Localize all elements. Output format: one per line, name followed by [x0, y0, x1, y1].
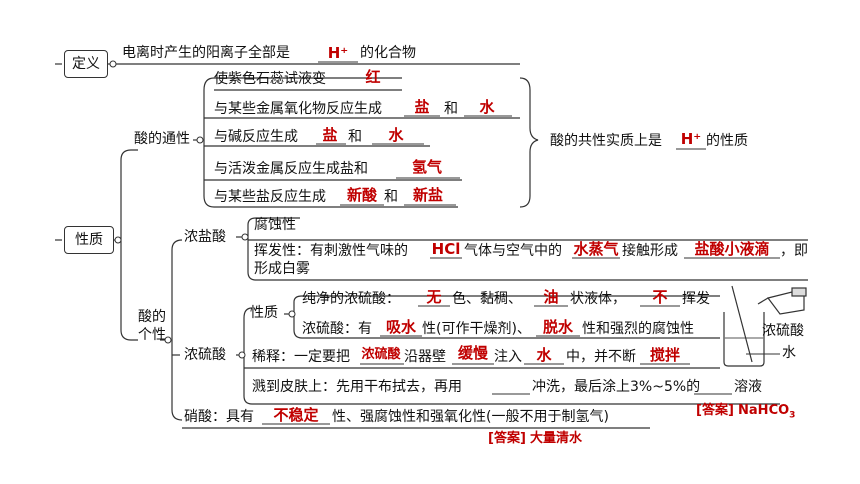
definition-answer: H⁺	[327, 44, 349, 62]
h2so4-dilute-mid2: 注入	[494, 349, 522, 365]
hcl-r2-mid1: 气体与空气中的	[464, 243, 562, 259]
dilution-beaker-figure	[723, 285, 807, 367]
general-r5-a1: 新酸	[346, 186, 377, 204]
answer-nahco3-label: [答案]	[696, 403, 734, 418]
h2so4-p1-mid2: 状液体，	[570, 291, 626, 307]
hcl-r2-mid2: 接触形成	[622, 243, 678, 259]
h2so4-p2-mid1: 性(可作干燥剂)、	[422, 321, 531, 337]
general-essence-pre: 酸的共性实质上是	[550, 133, 662, 149]
h2so4-splash-post: 溶液	[734, 379, 762, 395]
node-h2so4-property: 性质	[250, 305, 278, 321]
h2so4-dilute-mid1: 沿器壁	[404, 349, 446, 365]
h2so4-dilute-a2: 缓慢	[457, 344, 488, 362]
hno3-post: 性、强腐蚀性和强氧化性(一般不用于制氢气)	[332, 409, 609, 425]
general-r3-a2: 水	[388, 126, 404, 144]
h2so4-p2-a2: 脱水	[542, 318, 573, 336]
h2so4-p1-mid1: 色、黏稠、	[452, 291, 522, 307]
h2so4-dilute-pre: 稀释：一定要把	[252, 349, 350, 365]
answer-nahco3: [答案] NaHCO3	[696, 402, 795, 425]
h2so4-dilute-a4: 搅拌	[649, 346, 680, 364]
hno3-a1: 不稳定	[273, 406, 319, 424]
general-r1-pre: 使紫色石蕊试液变	[214, 71, 326, 87]
h2so4-p1-a2: 油	[543, 288, 559, 306]
general-r1-a1: 红	[365, 68, 381, 86]
general-essence-answer: H⁺	[680, 130, 702, 148]
node-conc-h2so4: 浓硫酸	[184, 347, 226, 363]
hcl-r2-a2: 水蒸气	[573, 240, 619, 258]
node-acid-individual-1: 酸的	[138, 309, 166, 325]
general-r3-pre: 与碱反应生成	[214, 129, 298, 145]
node-definition-label: 定义	[72, 56, 100, 72]
node-definition: 定义	[64, 50, 108, 78]
h2so4-p2-post: 性和强烈的腐蚀性	[582, 321, 694, 337]
node-acid-individual-2: 个性	[138, 327, 166, 343]
node-properties: 性质	[64, 226, 114, 254]
h2so4-p1-post: 挥发	[682, 291, 710, 307]
h2so4-p1-a1: 无	[426, 288, 442, 306]
h2so4-dilute-mid3: 中，并不断	[566, 349, 636, 365]
h2so4-dilute-a3: 水	[536, 346, 552, 364]
general-r2-pre: 与某些金属氧化物反应生成	[214, 101, 382, 117]
answer-water-value: 大量清水	[530, 431, 583, 446]
h2so4-p1-a3: 不	[652, 288, 668, 306]
general-r4-pre: 与活泼金属反应生成盐和	[214, 161, 368, 177]
definition-pre: 电离时产生的阳离子全部是	[122, 45, 290, 61]
hcl-r2-post: ，即	[780, 243, 808, 259]
hcl-r2-a1: HCl	[431, 240, 461, 258]
h2so4-p1-pre: 纯净的浓硫酸：	[302, 291, 400, 307]
general-r3-mid: 和	[348, 129, 362, 145]
h2so4-splash-pre: 溅到皮肤上：先用干布拭去，再用	[252, 379, 462, 395]
general-r2-mid: 和	[444, 101, 458, 117]
answer-nahco3-sub: 3	[789, 410, 796, 421]
h2so4-p2-pre: 浓硫酸：有	[302, 321, 372, 337]
general-r2-a2: 水	[479, 98, 495, 116]
answer-nahco3-value: NaHCO	[738, 403, 790, 418]
node-conc-hcl: 浓盐酸	[184, 229, 226, 245]
definition-post: 的化合物	[360, 45, 416, 61]
figure-label-water: 水	[782, 345, 796, 361]
node-properties-label: 性质	[75, 232, 103, 248]
general-r3-a1: 盐	[322, 126, 338, 144]
h2so4-p2-a1: 吸水	[385, 318, 416, 336]
general-r5-a2: 新盐	[412, 186, 443, 204]
figure-water-pointer	[746, 353, 780, 355]
h2so4-dilute-a1: 浓硫酸	[361, 347, 401, 362]
general-r4-a1: 氢气	[411, 158, 442, 176]
hcl-r1: 腐蚀性	[254, 217, 296, 233]
general-r5-pre: 与某些盐反应生成	[214, 189, 326, 205]
h2so4-splash-mid: 冲洗，最后涂上3%~5%的	[532, 379, 701, 395]
hcl-r2-a3: 盐酸小液滴	[694, 240, 770, 258]
hcl-r3: 形成白雾	[254, 261, 310, 277]
general-r5-mid: 和	[384, 189, 398, 205]
general-r2-a1: 盐	[414, 98, 430, 116]
answer-water: [答案] 大量清水	[488, 430, 582, 448]
hcl-r2-pre: 挥发性：有刺激性气味的	[254, 243, 408, 259]
general-essence-post: 的性质	[706, 133, 748, 149]
hno3-pre: 硝酸：具有	[184, 409, 254, 425]
node-acid-general: 酸的通性	[134, 131, 190, 147]
figure-label-acid: 浓硫酸	[762, 323, 804, 339]
answer-water-label: [答案]	[488, 431, 526, 446]
